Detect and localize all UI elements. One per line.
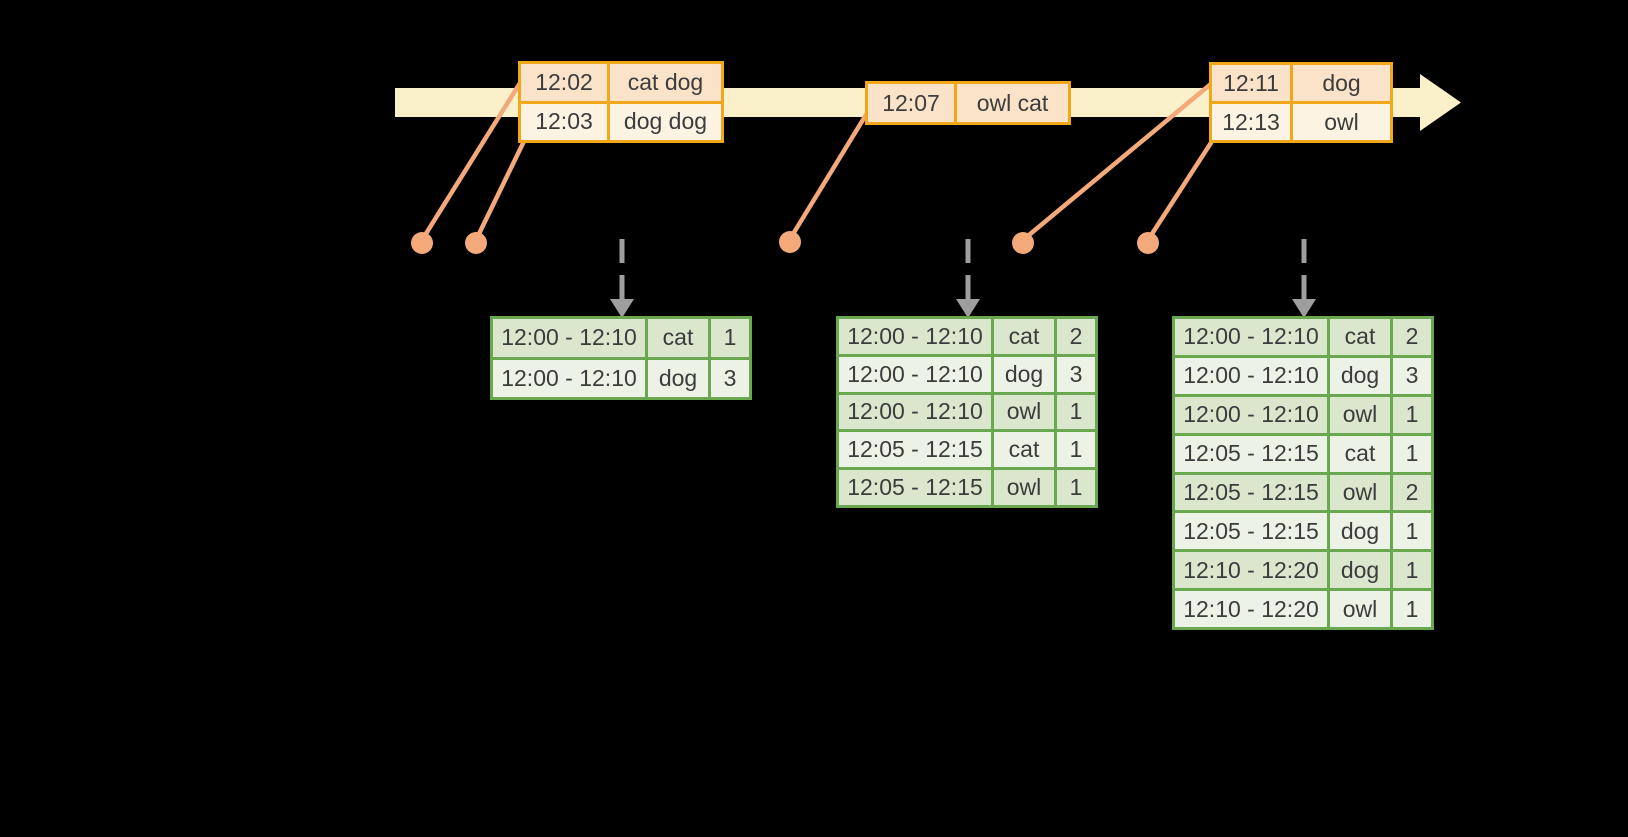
result-cell: owl — [1330, 396, 1390, 433]
result-cell: 12:00 - 12:10 — [1175, 319, 1327, 355]
connector-line — [473, 132, 531, 241]
result-cell: 12:00 - 12:10 — [493, 359, 645, 397]
result-cell: 1 — [1393, 435, 1431, 472]
result-cell: 12:00 - 12:10 — [493, 319, 645, 357]
trigger-arrow-icon — [1292, 239, 1316, 318]
result-cell: 3 — [711, 359, 749, 397]
result-cell: 2 — [1057, 319, 1095, 354]
event-cell: owl cat — [957, 84, 1068, 122]
event-dot — [1012, 232, 1034, 254]
result-cell: dog — [994, 356, 1054, 392]
result-cell: 3 — [1057, 356, 1095, 392]
connector-line — [1146, 130, 1220, 242]
result-cell: 12:05 - 12:15 — [1175, 435, 1327, 472]
result-cell: 3 — [1393, 357, 1431, 394]
result-cell: 1 — [711, 319, 749, 357]
result-cell: 12:05 - 12:15 — [839, 470, 991, 505]
result-cell: owl — [1330, 591, 1390, 627]
event-dot — [411, 232, 433, 254]
result-cell: cat — [994, 319, 1054, 354]
result-cell: 12:05 - 12:15 — [1175, 513, 1327, 550]
event-cell: owl — [1293, 104, 1390, 140]
trigger-arrow-icon — [956, 239, 980, 318]
event-dot — [465, 232, 487, 254]
result-cell: 12:00 - 12:10 — [839, 319, 991, 354]
connector-line — [1021, 76, 1220, 242]
result-cell: 1 — [1393, 591, 1431, 627]
result-cell: 12:00 - 12:10 — [1175, 396, 1327, 433]
result-cell: owl — [1330, 474, 1390, 511]
event-cell: cat dog — [610, 64, 721, 101]
result-cell: 12:05 - 12:15 — [839, 432, 991, 468]
event-cell: 12:02 — [521, 64, 607, 101]
event-cell: 12:03 — [521, 103, 607, 140]
result-cell: 12:10 - 12:20 — [1175, 591, 1327, 627]
event-dot — [779, 231, 801, 253]
event-cell: dog dog — [610, 103, 721, 140]
result-cell: 12:00 - 12:10 — [839, 356, 991, 392]
result-cell: owl — [994, 394, 1054, 430]
result-cell: 2 — [1393, 474, 1431, 511]
result-cell: owl — [994, 470, 1054, 505]
event-cell: 12:11 — [1212, 65, 1290, 101]
result-cell: cat — [648, 319, 708, 357]
timeline-arrowhead-icon — [1420, 74, 1461, 131]
result-cell: 12:00 - 12:10 — [839, 394, 991, 430]
result-cell: dog — [1330, 552, 1390, 589]
result-cell: 1 — [1057, 470, 1095, 505]
event-cell: dog — [1293, 65, 1390, 101]
result-cell: 1 — [1393, 396, 1431, 433]
result-cell: 12:05 - 12:15 — [1175, 474, 1327, 511]
connector-line — [788, 103, 874, 241]
result-cell: dog — [648, 359, 708, 397]
trigger-arrow-icon — [610, 239, 634, 318]
event-dot — [1137, 232, 1159, 254]
result-cell: 2 — [1393, 319, 1431, 355]
event-cell: 12:13 — [1212, 104, 1290, 140]
result-cell: cat — [994, 432, 1054, 468]
event-cell: 12:07 — [868, 84, 954, 122]
result-cell: 12:10 - 12:20 — [1175, 552, 1327, 589]
result-cell: 1 — [1057, 432, 1095, 468]
result-cell: 12:00 - 12:10 — [1175, 357, 1327, 394]
result-cell: dog — [1330, 357, 1390, 394]
result-cell: dog — [1330, 513, 1390, 550]
result-cell: cat — [1330, 435, 1390, 472]
result-cell: 1 — [1057, 394, 1095, 430]
result-cell: cat — [1330, 319, 1390, 355]
result-cell: 1 — [1393, 513, 1431, 550]
result-cell: 1 — [1393, 552, 1431, 589]
connector-line — [420, 73, 527, 242]
